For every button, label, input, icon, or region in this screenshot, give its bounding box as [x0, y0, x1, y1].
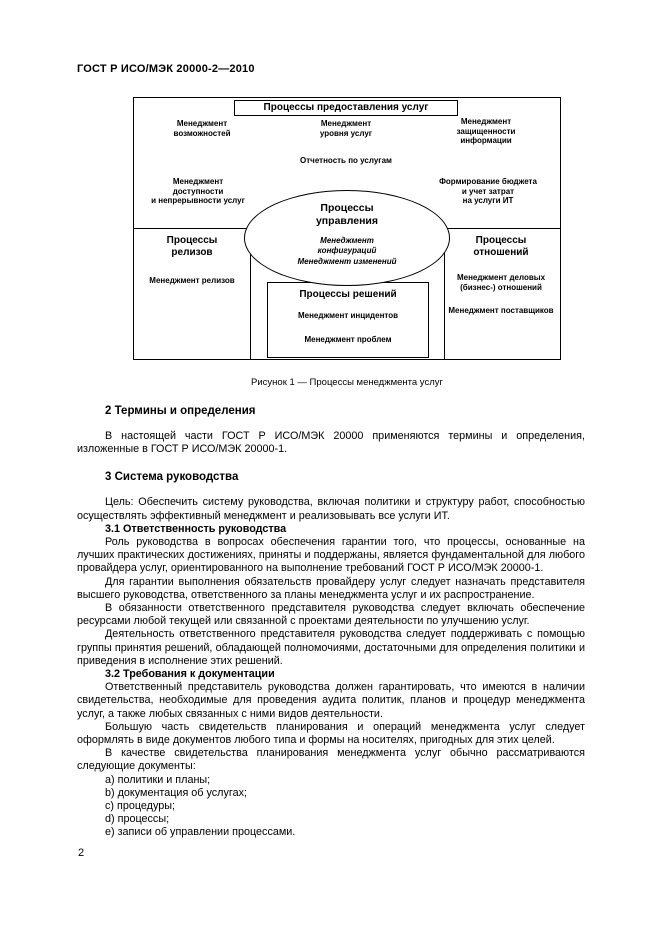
label-service-reporting: Отчетность по услугам [300, 156, 392, 165]
paragraph-3-2-1: Ответственный представитель руководства … [77, 681, 585, 720]
paragraph-3-2-3: В качестве свидетельства планирования ме… [77, 747, 585, 773]
paragraph-goal: Цель: Обеспечить систему руководства, вк… [77, 496, 585, 522]
label-information-security-management: Менеджмент защищенности информации [456, 117, 516, 145]
resolution-processes-title: Процессы решений [299, 289, 397, 300]
page-number: 2 [78, 847, 85, 859]
paragraph-3-1-1: Роль руководства в вопросах обеспечения … [77, 536, 585, 575]
label-budgeting-accounting: Формирование бюджета и учет затрат на ус… [439, 177, 537, 205]
list-item-d: d) процессы; [105, 813, 170, 826]
relationship-processes-title: Процессы отношений [473, 235, 529, 258]
label-capacity-management: Менеджмент возможностей [173, 119, 231, 138]
label-incident-management: Менеджмент инцидентов [297, 311, 399, 320]
document-header: ГОСТ Р ИСО/МЭК 20000-2—2010 [77, 63, 255, 75]
paragraph-3-1-4: Деятельность ответственного представител… [77, 628, 585, 667]
label-service-level-management: Менеджмент уровня услуг [319, 119, 373, 138]
list-item-a: a) политики и планы; [105, 773, 211, 786]
label-availability-continuity-management: Менеджмент доступности и непрерывности у… [151, 177, 245, 205]
figure-caption: Рисунок 1 — Процессы менеджмента услуг [251, 377, 443, 388]
paragraph-terms: В настоящей части ГОСТ Р ИСО/МЭК 20000 п… [77, 430, 585, 456]
paragraph-3-1-2: Для гарантии выполнения обязательств про… [77, 575, 585, 601]
section-3-1-heading: 3.1 Ответственность руководства [105, 522, 287, 535]
paragraph-3-1-3: В обязанности ответственного представите… [77, 602, 585, 628]
label-configuration-management: Менеджмент конфигураций [317, 236, 377, 255]
resolution-processes-box: Процессы решений Менеджмент инцидентов М… [267, 282, 429, 358]
label-supplier-management: Менеджмент поставщиков [448, 306, 554, 315]
release-processes-title: Процессы релизов [166, 235, 218, 258]
label-change-management: Менеджмент изменений [297, 257, 397, 266]
label-problem-management: Менеджмент проблем [304, 335, 392, 344]
paragraph-3-2-2: Большую часть свидетельств планирования … [77, 720, 585, 747]
control-processes-ellipse: Процессы управления Менеджмент конфигура… [244, 190, 450, 286]
figure-right-divider [444, 228, 445, 359]
delivery-processes-title: Процессы предоставления услуг [234, 100, 458, 116]
list-item-b: b) документация об услугах; [105, 786, 247, 799]
list-item-e: e) записи об управлении процессами. [105, 826, 296, 839]
label-release-management: Менеджмент релизов [149, 276, 235, 285]
section-3-heading: 3 Система руководства [105, 471, 239, 484]
document-body: 2 Термины и определения В настоящей част… [77, 404, 585, 840]
list-item-c: c) процедуры; [105, 800, 176, 813]
figure-service-management-processes: Процессы предоставления услуг Менеджмент… [133, 97, 561, 360]
label-business-relationship-management: Менеджмент деловых (бизнес-) отношений [456, 273, 546, 292]
control-processes-title: Процессы управления [315, 202, 379, 227]
figure-left-divider [250, 228, 251, 359]
section-3-2-heading: 3.2 Требования к документации [105, 668, 275, 681]
section-2-heading: 2 Термины и определения [105, 405, 256, 417]
